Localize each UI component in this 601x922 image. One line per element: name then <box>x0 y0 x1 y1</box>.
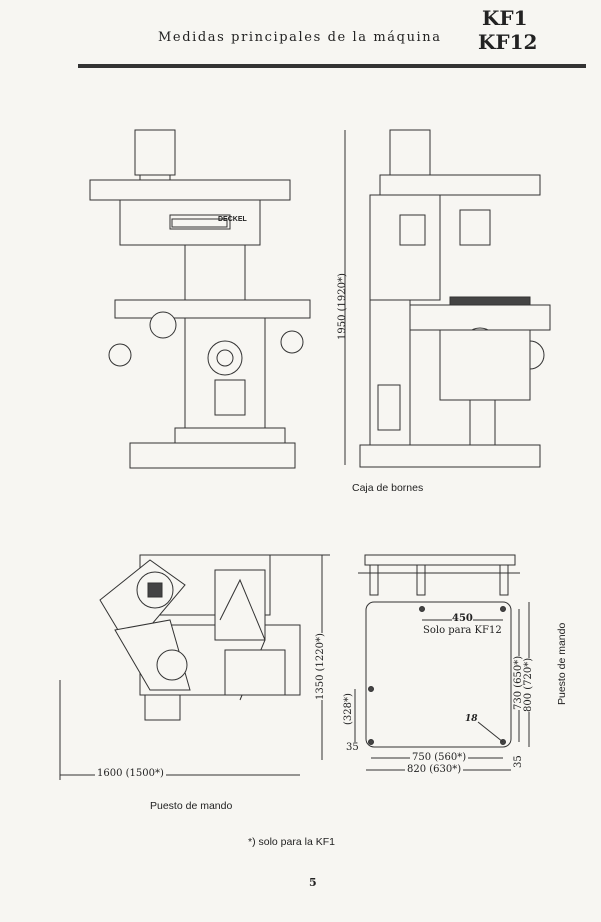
side-view-drawing <box>344 129 551 468</box>
plan-view-drawing <box>59 554 330 780</box>
foundation-side-label: Puesto de mando <box>556 622 568 705</box>
hole-spacing: 450 <box>452 613 473 624</box>
terminal-box-caption: Caja de bornes <box>352 482 424 494</box>
model-kf12: KF12 <box>478 30 538 54</box>
page-number: 5 <box>309 876 317 889</box>
header-rule <box>78 64 586 68</box>
height-dimension: 1950 (1920*) <box>337 273 348 340</box>
margin-bottom: 35 <box>513 755 524 768</box>
brand-plate: DECKEL <box>218 216 247 223</box>
plan-depth-dimension: 1350 (1220*) <box>315 633 326 700</box>
model-kf1: KF1 <box>482 6 528 30</box>
plan-width-dimension: 1600 (1500*) <box>95 768 166 779</box>
outer-depth: 800 (720*) <box>523 657 534 712</box>
footnote: *) solo para la KF1 <box>248 836 335 848</box>
foundation-drawing <box>354 554 530 771</box>
operator-position-caption: Puesto de mando <box>150 800 233 812</box>
outer-width: 820 (630*) <box>405 764 464 775</box>
hole-diameter: 18 <box>465 714 478 724</box>
hole-note: Solo para KF12 <box>423 625 502 636</box>
margin-left: 35 <box>346 742 359 753</box>
offset-left: (328*) <box>343 693 354 725</box>
front-view-drawing <box>89 129 311 469</box>
inner-width: 750 (560*) <box>410 752 469 763</box>
page-title: Medidas principales de la máquina <box>158 30 442 45</box>
